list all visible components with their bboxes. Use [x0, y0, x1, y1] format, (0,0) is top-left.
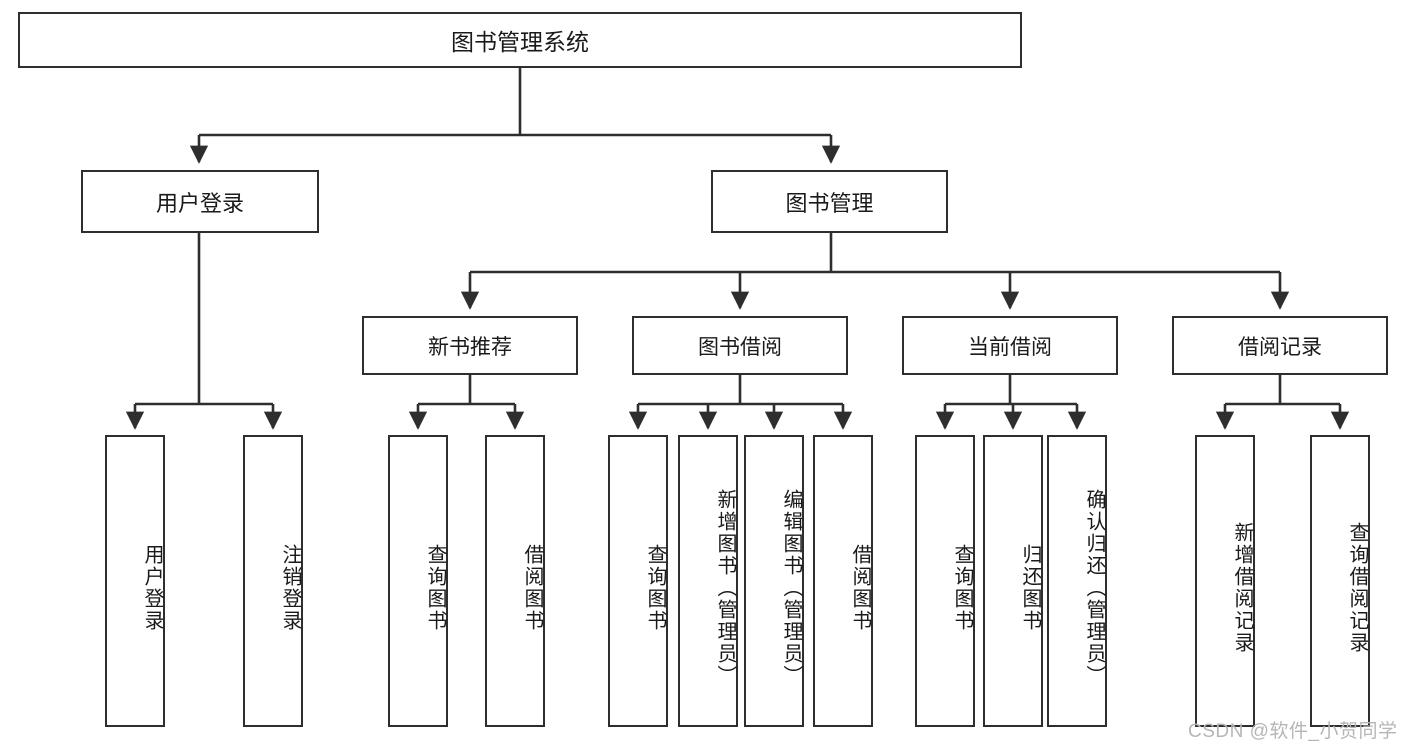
node-leaf-user-login-label: 用户登录 — [141, 544, 163, 632]
node-leaf-query-book-1[interactable]: 查询图书 — [388, 435, 448, 727]
edges-bookmanage-to-level3 — [460, 233, 1290, 310]
node-book-manage[interactable]: 图书管理 — [711, 170, 948, 233]
node-leaf-borrow-book-1-label: 借阅图书 — [521, 544, 543, 632]
node-leaf-user-logout-label: 注销登录 — [279, 544, 301, 632]
node-book-borrow[interactable]: 图书借阅 — [632, 316, 848, 375]
node-user-login-label: 用户登录 — [155, 190, 244, 216]
node-leaf-edit-book-label: 编辑图书（管理员） — [780, 489, 802, 687]
node-leaf-confirm-return[interactable]: 确认归还（管理员） — [1047, 435, 1107, 727]
node-borrow-record-label: 借阅记录 — [1238, 335, 1322, 359]
node-leaf-borrow-book-2-label: 借阅图书 — [849, 544, 871, 632]
node-leaf-add-book-label: 新增图书（管理员） — [714, 489, 736, 687]
node-leaf-edit-book[interactable]: 编辑图书（管理员） — [744, 435, 804, 727]
node-leaf-query-book-1-label: 查询图书 — [424, 544, 446, 632]
node-leaf-query-record[interactable]: 查询借阅记录 — [1310, 435, 1370, 727]
node-leaf-confirm-return-label: 确认归还（管理员） — [1083, 489, 1105, 687]
node-leaf-borrow-book-2[interactable]: 借阅图书 — [813, 435, 873, 727]
node-leaf-borrow-book-1[interactable]: 借阅图书 — [485, 435, 545, 727]
node-book-manage-label: 图书管理 — [785, 190, 874, 216]
node-leaf-add-record[interactable]: 新增借阅记录 — [1195, 435, 1255, 727]
node-new-book-recommend-label: 新书推荐 — [428, 335, 512, 359]
node-borrow-record[interactable]: 借阅记录 — [1172, 316, 1388, 375]
node-leaf-query-book-3[interactable]: 查询图书 — [915, 435, 975, 727]
node-leaf-return-book-label: 归还图书 — [1019, 544, 1041, 632]
node-leaf-add-record-label: 新增借阅记录 — [1231, 522, 1253, 654]
node-new-book-recommend[interactable]: 新书推荐 — [362, 316, 578, 375]
node-user-login[interactable]: 用户登录 — [81, 170, 319, 233]
edges-borrowrecord-to-leaves — [1215, 375, 1350, 430]
csdn-watermark: CSDN @软件_小贺同学 — [1188, 721, 1398, 742]
node-leaf-return-book[interactable]: 归还图书 — [983, 435, 1043, 727]
node-leaf-add-book[interactable]: 新增图书（管理员） — [678, 435, 738, 727]
node-leaf-user-login[interactable]: 用户登录 — [105, 435, 165, 727]
edges-currentborrow-to-leaves — [935, 375, 1087, 430]
edges-root-to-level2 — [189, 68, 841, 164]
edges-userlogin-to-leaves — [125, 233, 283, 430]
node-book-borrow-label: 图书借阅 — [698, 335, 782, 359]
node-root[interactable]: 图书管理系统 — [18, 12, 1022, 68]
node-leaf-user-logout[interactable]: 注销登录 — [243, 435, 303, 727]
node-leaf-query-record-label: 查询借阅记录 — [1346, 522, 1368, 654]
edges-bookborrow-to-leaves — [628, 375, 853, 430]
node-leaf-query-book-2-label: 查询图书 — [644, 544, 666, 632]
node-current-borrow-label: 当前借阅 — [968, 335, 1052, 359]
node-leaf-query-book-3-label: 查询图书 — [951, 544, 973, 632]
node-root-label: 图书管理系统 — [451, 29, 589, 55]
node-current-borrow[interactable]: 当前借阅 — [902, 316, 1118, 375]
node-leaf-query-book-2[interactable]: 查询图书 — [608, 435, 668, 727]
edges-newbook-to-leaves — [408, 375, 525, 430]
